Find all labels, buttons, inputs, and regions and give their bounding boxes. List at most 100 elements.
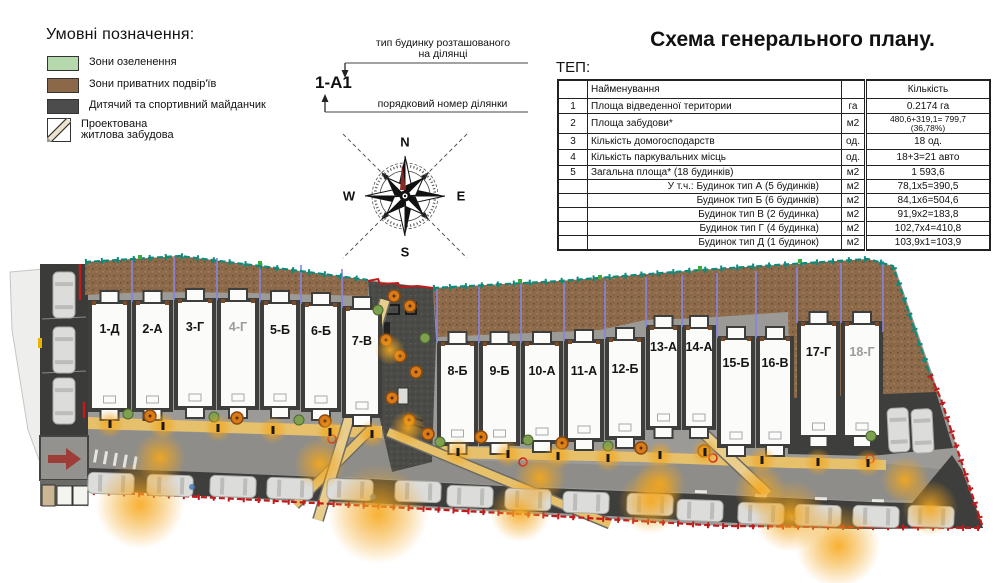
tep-cell: Будинок тип Б (6 будинків) [587, 193, 842, 208]
tep-cell: 1 [557, 98, 588, 114]
parked-car [446, 484, 494, 509]
parked-car [52, 326, 76, 374]
legend-item-green-zones: Зони озеленення [47, 56, 177, 71]
building-label-16-В: 16-В [761, 356, 789, 370]
building [132, 290, 173, 421]
compass-graphic [342, 133, 468, 259]
building-label-13-А: 13-А [649, 340, 678, 354]
legend-swatch-hatch [46, 117, 72, 147]
tep-cell: 102,7x4=410,8 [864, 221, 991, 236]
tep-cell: м2 [841, 165, 866, 180]
tep-cell: Кількість домогосподарств [587, 133, 842, 150]
compass-west: W [342, 188, 356, 204]
tep-cell: У т.ч.: Будинок тип А (5 будинків) [587, 179, 842, 194]
building-label-10-А: 10-А [528, 364, 556, 378]
building-label-18-Г: 18-Г [849, 345, 875, 359]
tep-cell [557, 179, 588, 194]
tep-cell: 5 [557, 165, 588, 180]
tep-cell: од. [841, 133, 866, 150]
legend-item-label: Дитячий та спортивний майданчик [89, 99, 266, 111]
legend-swatch [47, 56, 79, 71]
notation-lines [321, 62, 528, 113]
tep-cell: 480,6+319,1= 799,7(36,78%) [864, 113, 991, 134]
tep-cell: м2 [841, 221, 866, 236]
legend-swatch [47, 99, 79, 114]
tep-cell: м2 [841, 113, 866, 134]
parked-car [886, 407, 911, 453]
tep-cell: 78,1x5=390,5 [864, 179, 991, 194]
compass-east: E [456, 188, 466, 204]
building-label-8-Б: 8-Б [447, 364, 468, 378]
building [756, 326, 794, 457]
legend-item-label: Проектована житлова забудова [81, 118, 174, 141]
building-label-11-А: 11-А [570, 364, 598, 378]
parked-car [562, 490, 610, 515]
page-title: Схема генерального плану. [650, 28, 935, 51]
tep-cell: 84,1x6=504,6 [864, 193, 991, 208]
tep-cell: 1 593,6 [864, 165, 991, 180]
notation-number-label: порядковий номер ділянки [377, 98, 508, 110]
compass-rose: N E S W [337, 130, 473, 266]
tep-cell: 4 [557, 149, 588, 166]
tep-cell [557, 207, 588, 222]
notation-type-label: тип будинку розташованого на ділянці [375, 37, 511, 60]
building-label-4-Г: 4-Г [228, 320, 248, 334]
tep-label: ТЕП: [556, 59, 591, 76]
legend-item-label: Зони приватних подвір'їв [89, 78, 217, 90]
tep-col-unit [841, 79, 866, 99]
parked-car [910, 408, 935, 454]
building-label-2-А: 2-А [142, 322, 163, 336]
building-label-6-Б: 6-Б [310, 324, 332, 338]
building [717, 326, 755, 457]
parked-car [52, 271, 76, 319]
legend-item-private-yards: Зони приватних подвір'їв [47, 78, 216, 93]
tep-cell: м2 [841, 193, 866, 208]
building [682, 315, 716, 439]
tep-cell: 91,9x2=183,8 [864, 207, 991, 222]
tep-cell: 18 од. [864, 133, 991, 150]
building [797, 311, 840, 448]
parked-car [676, 498, 724, 523]
tep-cell: Будинок тип Г (4 будинка) [587, 221, 842, 236]
building-label-1-Д: 1-Д [99, 322, 120, 336]
building-label-7-В: 7-В [351, 334, 373, 348]
building [605, 327, 645, 449]
building [342, 296, 382, 427]
building [174, 288, 216, 419]
parked-car [52, 377, 76, 425]
tep-cell: Будинок тип В (2 будинка) [587, 207, 842, 222]
tep-cell: Будинок тип Д (1 будинок) [587, 235, 842, 250]
legend-item-playground: Дитячий та спортивний майданчик [47, 99, 266, 114]
building [217, 288, 259, 419]
tep-cell [557, 193, 588, 208]
tep-cell: Площа забудови* [587, 113, 842, 134]
building-label-12-Б: 12-Б [611, 362, 639, 376]
tep-cell: га [841, 98, 866, 114]
tep-col-name: Найменування [587, 79, 842, 99]
entrance-arrow [48, 448, 81, 470]
building-label-14-А: 14-А [685, 340, 713, 354]
plot-notation: тип будинку розташованого на ділянці 1-А… [315, 30, 540, 122]
building-label-15-Б: 15-Б [722, 356, 750, 370]
tep-cell: од. [841, 149, 866, 166]
tep-cell: Площа відведенної територии [587, 98, 842, 114]
building [260, 290, 300, 419]
building [88, 290, 131, 421]
tep-cell: 103,9x1=103,9 [864, 235, 991, 250]
compass-north: N [400, 134, 410, 150]
private-yards-left [85, 256, 368, 296]
building [437, 331, 478, 455]
parking-left [38, 264, 89, 507]
